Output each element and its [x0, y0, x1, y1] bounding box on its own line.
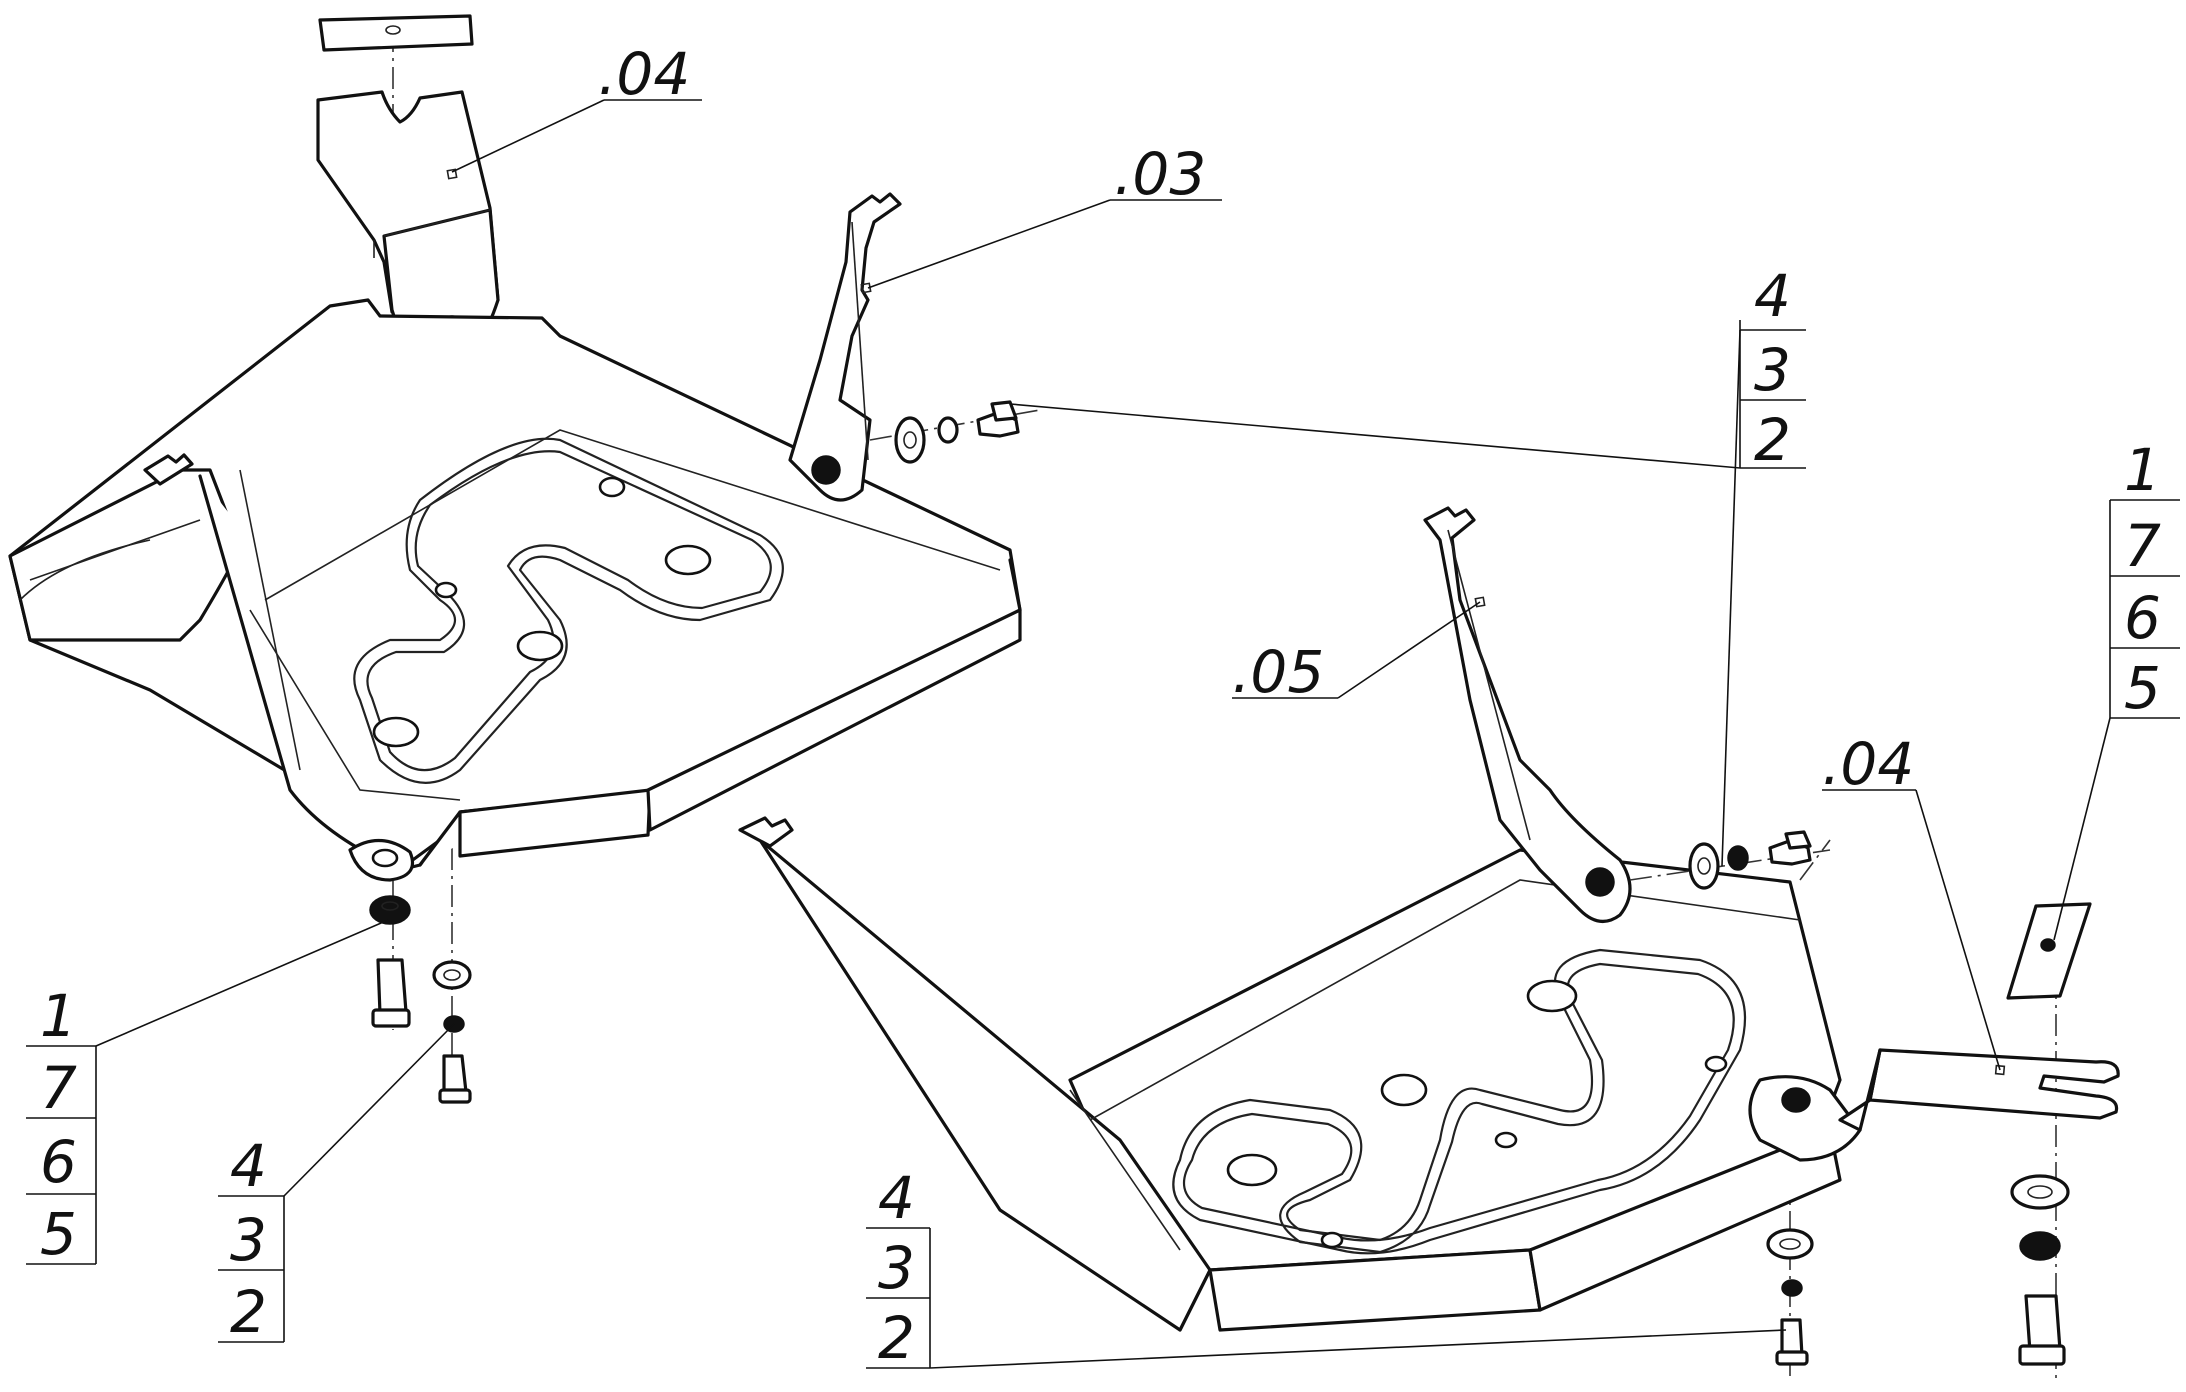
stack-left-6: 6 — [40, 1128, 77, 1196]
stack-middle-2: 2 — [1754, 406, 1791, 474]
bottom-hardware-stack-left — [369, 895, 472, 1104]
leader-lines — [26, 99, 2180, 1369]
bottom-hardware-stack-center — [1766, 1228, 1814, 1366]
label-part-05: .05 — [1232, 638, 1324, 706]
label-part-03: .03 — [1114, 140, 1206, 208]
stack-center-2: 2 — [878, 1304, 915, 1372]
bracket-04-right — [1838, 1048, 2120, 1132]
right-nut-plate — [2006, 902, 2092, 1000]
stack-left-2: 2 — [230, 1278, 267, 1346]
stack-left-1: 1 — [40, 982, 77, 1050]
bracket-05 — [1423, 506, 1632, 923]
right-skid-plate-assembly — [738, 506, 2120, 1380]
label-part-04-top: .04 — [598, 40, 690, 108]
stack-right-6: 6 — [2124, 584, 2161, 652]
left-skid-plate — [8, 298, 1022, 882]
part-labels: .04 .03 .05 .04 4 3 2 1 7 6 5 1 7 6 5 4 … — [40, 40, 2161, 1372]
label-part-04-right: .04 — [1822, 730, 1914, 798]
stack-right-5: 5 — [2124, 654, 2161, 722]
side-bolt-stack-right — [1629, 830, 1831, 890]
stack-right-7: 7 — [2124, 512, 2161, 580]
right-skid-plate — [738, 816, 1862, 1332]
stack-right-1: 1 — [2124, 436, 2161, 504]
stack-center-3: 3 — [878, 1234, 915, 1302]
left-skid-plate-assembly — [8, 14, 1041, 1104]
side-bolt-stack-left — [869, 400, 1041, 464]
bottom-hardware-stack-right — [2010, 1174, 2070, 1366]
stack-middle-3: 3 — [1754, 336, 1791, 404]
stack-left-3: 3 — [230, 1206, 267, 1274]
bracket-03 — [788, 192, 902, 502]
stack-left-7: 7 — [40, 1054, 77, 1122]
stack-left-4: 4 — [230, 1132, 267, 1200]
stack-left-5: 5 — [40, 1200, 77, 1268]
top-nut-plate — [318, 14, 474, 52]
stack-center-4: 4 — [878, 1164, 915, 1232]
stack-middle-4: 4 — [1754, 262, 1791, 330]
